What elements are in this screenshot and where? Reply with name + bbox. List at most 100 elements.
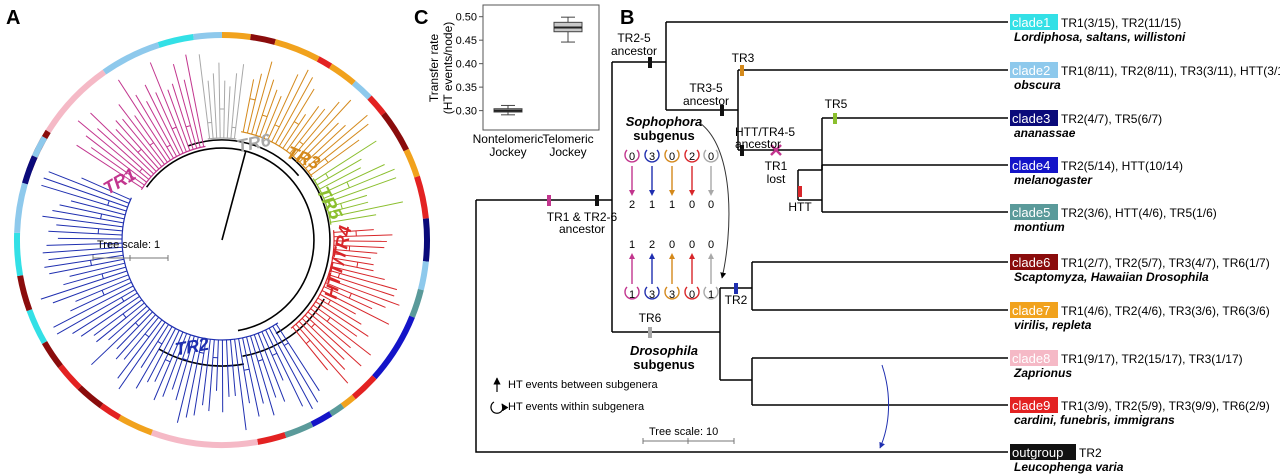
branch-htt-11 — [326, 278, 400, 306]
sub-arc-tr1-6 — [137, 148, 142, 153]
ht-top-loop-4 — [703, 149, 719, 163]
clade-label-tr6: TR6 — [235, 130, 273, 157]
ring-segment-2 — [102, 42, 160, 75]
sub-arc-tr2-48 — [90, 260, 92, 266]
branch-tr1-10 — [134, 115, 168, 163]
branch-tr1-17 — [167, 89, 191, 151]
clade-swatch-outgroup — [1010, 444, 1076, 460]
backbone-arc-5 — [158, 348, 245, 367]
backbone-arc-1 — [145, 147, 315, 332]
node-tr1lost-l2: lost — [767, 172, 786, 186]
node-tr35-l1: TR3-5 — [689, 81, 723, 95]
clade-species-outgroup: Leucophenga varia — [1014, 460, 1124, 474]
branch-tr1-2 — [85, 135, 147, 183]
clade-species-clade1: Lordiphosa, saltans, willistoni — [1014, 30, 1186, 44]
branch-tr2-40 — [56, 289, 136, 335]
branch-tr2-49 — [44, 254, 124, 268]
sub-arc-tr5-0 — [325, 173, 329, 179]
branch-tr3-16 — [302, 124, 346, 166]
branch-tr6-4 — [223, 80, 226, 139]
branch-tr2-19 — [185, 337, 203, 418]
ht-bot-arrowhead-2 — [669, 253, 675, 259]
branch-tr2-57 — [52, 210, 124, 224]
branch-htt-25 — [292, 326, 328, 371]
branch-tr2-34 — [91, 308, 151, 366]
ht-legend: HT events between subgenera HT events wi… — [490, 377, 658, 414]
node-tr6: TR6 — [639, 311, 662, 325]
box-marks: 0.500.450.400.350.30 — [456, 12, 583, 118]
ht-arrow-black — [699, 122, 730, 279]
ht-top-within-3: 2 — [689, 151, 695, 163]
node-tr2: TR2 — [725, 293, 748, 307]
branch-tr2-63 — [81, 177, 131, 201]
ring-segment-10 — [351, 80, 372, 100]
branch-tr2-31 — [123, 316, 159, 360]
ht-bot-col-3: 00 — [684, 239, 700, 301]
branch-tr5-6 — [326, 194, 368, 209]
sub-arc-tr3-6 — [274, 124, 280, 128]
branch-tr2-61 — [43, 177, 128, 208]
ht-bot-loop-2 — [664, 286, 680, 300]
branch-tr5-3 — [321, 164, 385, 195]
ht-top-arrowhead-3 — [689, 190, 695, 196]
y-axis-title-1: Transfer rate — [427, 34, 441, 103]
clade-swatch-clade9 — [1010, 397, 1058, 413]
node-tr1lost-l1: TR1 — [765, 159, 788, 173]
clade-counts-clade1: TR1(3/15), TR2(11/15) — [1061, 16, 1181, 30]
branch-htt-6 — [332, 257, 374, 266]
ring-segment-31 — [26, 309, 48, 344]
ht-top-between-4: 0 — [708, 199, 714, 211]
legend-between: HT events between subgenera — [508, 379, 658, 391]
branch-tr1-1 — [90, 147, 145, 186]
tree-scale-b: Tree scale: 10 — [642, 426, 735, 444]
htt-origin-mark — [798, 186, 802, 197]
branch-htt-7 — [331, 261, 374, 272]
ring-segment-17 — [409, 288, 424, 318]
branch-tr2-23 — [162, 333, 188, 397]
node-httanc-l2: ancestor — [735, 137, 781, 151]
clade-counts-clade2: TR1(8/11), TR2(8/11), TR3(3/11), HTT(3/1… — [1061, 64, 1280, 78]
sector-tr5-arc — [312, 178, 332, 225]
tr25-ancestor-mark — [648, 57, 652, 68]
branch-tr2-58 — [59, 204, 125, 220]
branch-tr2-52 — [46, 242, 123, 246]
branch-tr1-7 — [115, 120, 160, 170]
branch-tr3-7 — [271, 69, 309, 143]
branch-tr2-35 — [108, 305, 148, 341]
node-httanc-l1: HTT/TR4-5 — [735, 125, 795, 139]
ht-bot-col-4: 01 — [703, 239, 719, 301]
tr35-ancestor-mark — [720, 105, 724, 116]
clade-label-htt-tr4: HTT/TR4 — [321, 224, 356, 301]
branch-tr2-3 — [265, 329, 304, 407]
branch-tr2-10 — [238, 338, 250, 404]
ht-bot-between-2: 0 — [669, 239, 675, 251]
clade-name-clade1: clade1 — [1012, 15, 1050, 30]
branch-tr1-11 — [117, 79, 171, 161]
node-tr35-l2: ancestor — [683, 94, 729, 108]
ring-segment-24 — [257, 432, 287, 445]
ht-bot-col-0: 11 — [624, 239, 640, 301]
branch-htt-9 — [329, 270, 398, 291]
box-0 — [493, 104, 523, 116]
panel-a-letter: A — [6, 7, 20, 29]
branch-tr2-36 — [96, 302, 145, 343]
branch-tr3-15 — [299, 122, 339, 163]
sub-arc-tr2-9 — [243, 368, 250, 371]
branch-tr2-17 — [202, 339, 211, 406]
ring-segment-18 — [372, 315, 415, 380]
branch-tr3-8 — [275, 77, 314, 145]
ring-segment-36 — [31, 135, 48, 158]
ht-top-col-3: 20 — [684, 149, 700, 211]
clade-counts-clade8: TR1(9/17), TR2(15/17), TR3(1/17) — [1061, 352, 1243, 366]
drosophila-subgenus: subgenus — [633, 357, 694, 372]
branch-tr3-4 — [259, 89, 278, 137]
branch-tr2-54 — [48, 230, 123, 236]
branch-tr3-12 — [289, 108, 326, 154]
branch-tr2-38 — [80, 295, 140, 337]
branch-tr3-6 — [267, 74, 299, 141]
